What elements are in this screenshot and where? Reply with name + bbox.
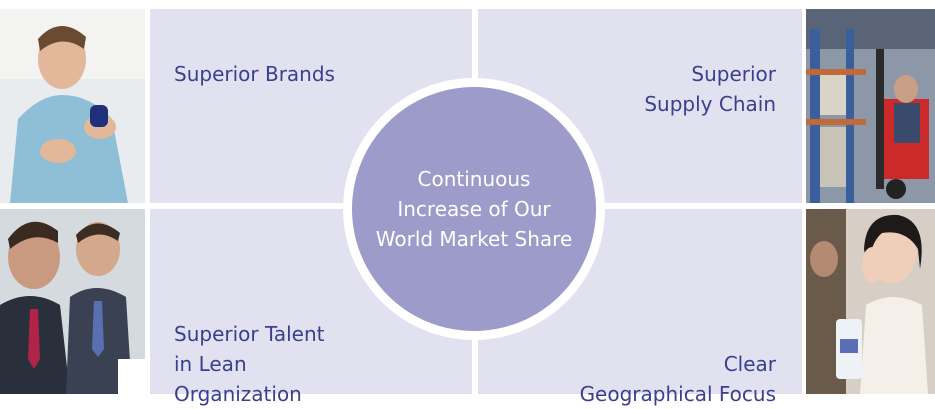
- woman-applying-cream-photo: [806, 209, 935, 394]
- man-holding-product-photo: [0, 9, 145, 203]
- center-circle-label: Continuous Increase of Our World Market …: [375, 167, 573, 251]
- quadrant-label-top-right: Superior Supply Chain: [644, 62, 776, 116]
- quadrant-label-bottom-right: Clear Geographical Focus: [579, 352, 776, 406]
- quadrant-label-top-left: Superior Brands: [174, 62, 335, 86]
- quadrant-label-bottom-left: Superior Talent in Lean Organization: [174, 322, 325, 406]
- center-circle: Continuous Increase of Our World Market …: [352, 87, 596, 331]
- warehouse-forklift-photo: [806, 9, 935, 203]
- businessmen-meeting-photo: [0, 209, 145, 394]
